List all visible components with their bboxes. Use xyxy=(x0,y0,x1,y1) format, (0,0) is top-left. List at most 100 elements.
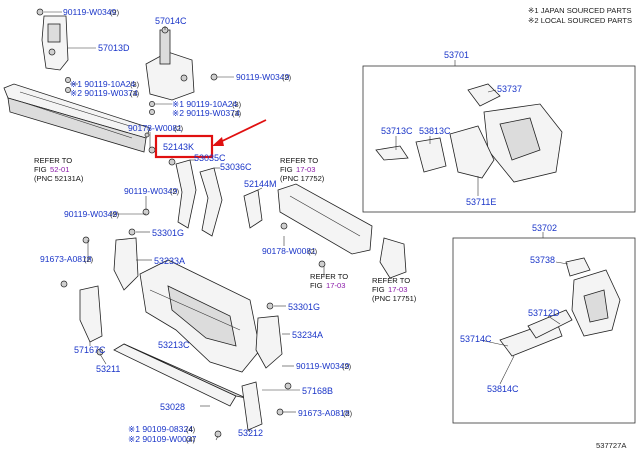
callout-57168b[interactable]: 57168B xyxy=(302,386,333,396)
callout-90119-w0349-left[interactable]: 90119-W0349 xyxy=(64,209,118,219)
callout-53813c[interactable]: 53813C xyxy=(419,126,451,136)
callout-53711e[interactable]: 53711E xyxy=(466,197,496,207)
bracket-57013d-drawing xyxy=(36,8,71,93)
callout-53702[interactable]: 53702 xyxy=(532,223,557,233)
callout-90119-w0349-right[interactable]: 90119-W0349 xyxy=(236,72,290,82)
callout-90109-w0037[interactable]: ※2 90109-W0037 xyxy=(128,434,197,444)
note-local-sourced: ※2 LOCAL SOURCED PARTS xyxy=(528,16,632,25)
callout-53211[interactable]: 53211 xyxy=(96,364,120,374)
callout-qty: (2) xyxy=(342,362,352,371)
callout-53233a[interactable]: 53233A xyxy=(154,256,185,266)
svg-text:FIG: FIG xyxy=(372,285,385,294)
bracket-17751-drawing xyxy=(379,237,407,279)
callout-53028[interactable]: 53028 xyxy=(160,402,185,412)
assembly-53702-drawing xyxy=(499,257,621,357)
callout-90119-w0374-a[interactable]: ※2 90119-W0374 xyxy=(70,88,138,98)
callout-qty: (2) xyxy=(174,124,184,133)
callout-qty: (4) xyxy=(186,425,196,434)
callout-90119-w0349-mid[interactable]: 90119-W0349 xyxy=(124,186,178,196)
bracket-57167c-drawing xyxy=(60,280,104,356)
callout-90119-w0349-top[interactable]: 90119-W0349 xyxy=(63,7,117,17)
radiator-upper-support-drawing xyxy=(277,183,373,268)
callout-qty: (3) xyxy=(232,100,242,109)
callout-qty: (3) xyxy=(130,89,140,98)
svg-text:REFER TO: REFER TO xyxy=(34,156,72,165)
leader-lines xyxy=(44,11,569,441)
refer-block-52-01: REFER TO FIG 52-01 (PNC 52131A) xyxy=(34,156,84,183)
radiator-support-53213c-drawing xyxy=(139,259,261,373)
svg-text:(PNC 52131A): (PNC 52131A) xyxy=(34,174,84,183)
callout-57167c[interactable]: 57167C xyxy=(74,345,106,355)
bracket-52144m-drawing xyxy=(243,189,263,229)
callout-53035c[interactable]: 53035C xyxy=(194,153,226,163)
callout-53737[interactable]: 53737 xyxy=(497,84,522,94)
callout-53301g-b[interactable]: 53301G xyxy=(288,302,320,312)
assembly-53701-drawing xyxy=(375,83,563,183)
assembly-box-53702 xyxy=(452,237,636,424)
refer-block-17-03-b: REFER TO FIG 17-03 xyxy=(310,272,348,290)
fig-link-17-03-a[interactable]: 17-03 xyxy=(296,165,315,174)
fig-link-17-03-b[interactable]: 17-03 xyxy=(326,281,345,290)
callout-91673-a0818-a[interactable]: 91673-A0818 xyxy=(40,254,92,264)
callout-qty: (2) xyxy=(282,73,292,82)
callout-qty: (2) xyxy=(170,187,180,196)
callout-qty: (3) xyxy=(130,80,140,89)
callout-90119-w0349-low[interactable]: 90119-W0349 xyxy=(296,361,350,371)
callout-53301g-a[interactable]: 53301G xyxy=(152,228,184,238)
bracket-53234a-drawing xyxy=(255,302,283,369)
callout-52143k[interactable]: 52143K xyxy=(163,142,194,152)
refer-block-17-03-a: REFER TO FIG 17-03 (PNC 17752) xyxy=(280,156,325,183)
highlight-box-52143k xyxy=(154,134,214,159)
callout-qty: (2) xyxy=(110,210,120,219)
callout-qty: (2) xyxy=(343,409,353,418)
note-japan-sourced: ※1 JAPAN SOURCED PARTS xyxy=(528,6,631,15)
callout-90119-10a24-a[interactable]: ※1 90119-10A24 xyxy=(70,79,136,89)
svg-text:FIG: FIG xyxy=(280,165,293,174)
svg-text:REFER TO: REFER TO xyxy=(280,156,318,165)
bumper-reinforcement-drawing xyxy=(3,83,151,153)
svg-text:REFER TO: REFER TO xyxy=(372,276,410,285)
bracket-53035c-drawing xyxy=(142,158,223,237)
callout-qty: (2) xyxy=(308,247,318,256)
svg-text:FIG: FIG xyxy=(310,281,323,290)
fig-link-17-03-c[interactable]: 17-03 xyxy=(388,285,407,294)
diagram-id: 537727A xyxy=(596,441,627,450)
callout-53712d[interactable]: 53712D xyxy=(528,308,560,318)
highlight-arrow-52143k xyxy=(215,119,267,145)
svg-text:(PNC 17751): (PNC 17751) xyxy=(372,294,417,303)
callout-90119-w0374-b[interactable]: ※2 90119-W0374 xyxy=(172,108,240,118)
callout-qty: (4) xyxy=(186,435,196,444)
callout-qty: (3) xyxy=(232,109,242,118)
svg-text:FIG: FIG xyxy=(34,165,47,174)
callout-53036c[interactable]: 53036C xyxy=(220,162,252,172)
assembly-box-53701 xyxy=(362,65,636,213)
callout-53714c[interactable]: 53714C xyxy=(460,334,492,344)
callout-53713c[interactable]: 53713C xyxy=(381,126,413,136)
refer-block-17-03-c: REFER TO FIG 17-03 (PNC 17751) xyxy=(372,276,417,303)
callout-90119-10a24-b[interactable]: ※1 90119-10A24 xyxy=(172,99,238,109)
callout-90178-w0081-b[interactable]: 90178-W0081 xyxy=(262,246,316,256)
callout-91673-a0818-b[interactable]: 91673-A0818 xyxy=(298,408,350,418)
callouts: 90119-W0349 (2) 57013D 57014C ※1 90119-1… xyxy=(40,7,560,444)
callout-90109-08324[interactable]: ※1 90109-08324 xyxy=(128,424,193,434)
fig-link-52-01[interactable]: 52-01 xyxy=(50,165,69,174)
bracket-57168b-drawing xyxy=(214,381,292,438)
svg-text:REFER TO: REFER TO xyxy=(310,272,348,281)
callout-53212[interactable]: 53212 xyxy=(238,428,263,438)
callout-53701[interactable]: 53701 xyxy=(444,50,469,60)
callout-53234a[interactable]: 53234A xyxy=(292,330,323,340)
highlight-arrowhead xyxy=(212,137,224,146)
callout-57014c[interactable]: 57014C xyxy=(155,16,187,26)
lower-cross-member-53028-drawing xyxy=(113,343,247,407)
callout-53213c[interactable]: 53213C xyxy=(158,340,190,350)
callout-90178-w0081-a[interactable]: 90178-W0081 xyxy=(128,123,182,133)
svg-text:(PNC 17752): (PNC 17752) xyxy=(280,174,325,183)
callout-qty: (2) xyxy=(84,255,94,264)
bracket-57014c-drawing xyxy=(145,26,218,154)
callout-53738[interactable]: 53738 xyxy=(530,255,555,265)
callout-53814c[interactable]: 53814C xyxy=(487,384,519,394)
bracket-53233a-drawing xyxy=(82,228,139,291)
callout-52144m[interactable]: 52144M xyxy=(244,179,277,189)
callout-57013d[interactable]: 57013D xyxy=(98,43,130,53)
